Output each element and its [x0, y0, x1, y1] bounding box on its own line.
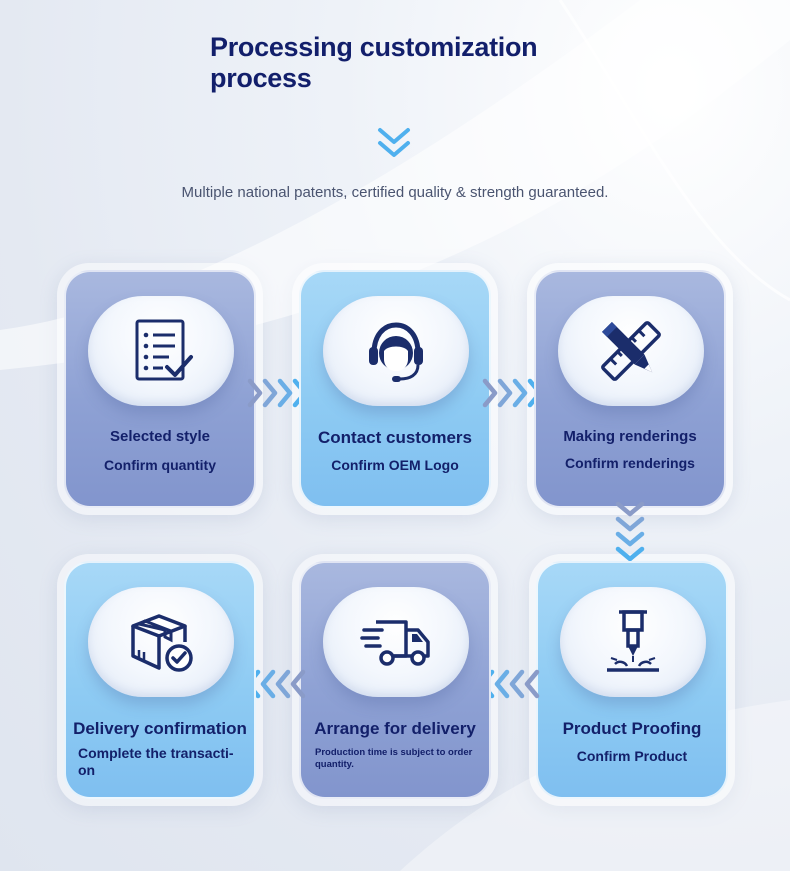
step-subtitle: Complete the transacti- on: [78, 745, 234, 778]
step-title: Selected style: [109, 428, 211, 445]
icon-bubble: [88, 587, 234, 697]
icon-bubble: [558, 296, 704, 406]
step-title: Product Proofing: [562, 719, 702, 738]
icon-bubble: [323, 296, 469, 406]
page-title: Processing customization process: [210, 32, 538, 93]
step-subtitle: Production time is subject to order quan…: [315, 747, 473, 770]
icon-bubble: [323, 587, 469, 697]
step-card-contact-customers: Contact customers Confirm OEM Logo: [292, 263, 498, 515]
checklist-icon: [135, 319, 193, 381]
laser-cutter-icon: [607, 610, 659, 672]
arrow-down-icon: [615, 501, 645, 562]
icon-bubble: [560, 587, 706, 697]
step-subtitle: Confirm Product: [576, 748, 688, 764]
headset-icon: [369, 322, 423, 382]
step-title: Delivery confirmation: [73, 719, 247, 738]
icon-bubble: [88, 296, 234, 406]
step-subtitle: Confirm quantity: [104, 457, 216, 473]
step-card-selected-style: Selected style Confirm quantity: [57, 263, 263, 515]
step-title: Contact customers: [318, 428, 472, 447]
step-card-making-renderings: Making renderings Confirm renderings: [527, 263, 733, 515]
page-subtitle: Multiple national patents, certified qua…: [181, 184, 609, 201]
step-subtitle: Confirm renderings: [565, 455, 695, 471]
double-chevron-down-icon: [378, 128, 410, 157]
step-card-product-proofing: Product Proofing Confirm Product: [529, 554, 735, 806]
step-card-arrange-delivery: Arrange for delivery Production time is …: [292, 554, 498, 806]
step-card-delivery-confirmation: Delivery confirmation Complete the trans…: [57, 554, 263, 806]
pencil-ruler-icon: [601, 321, 661, 381]
package-check-icon: [131, 614, 193, 672]
step-title: Making renderings: [563, 428, 697, 445]
step-title: Arrange for delivery: [314, 719, 476, 738]
step-subtitle: Confirm OEM Logo: [331, 457, 459, 473]
delivery-truck-icon: [360, 620, 430, 666]
